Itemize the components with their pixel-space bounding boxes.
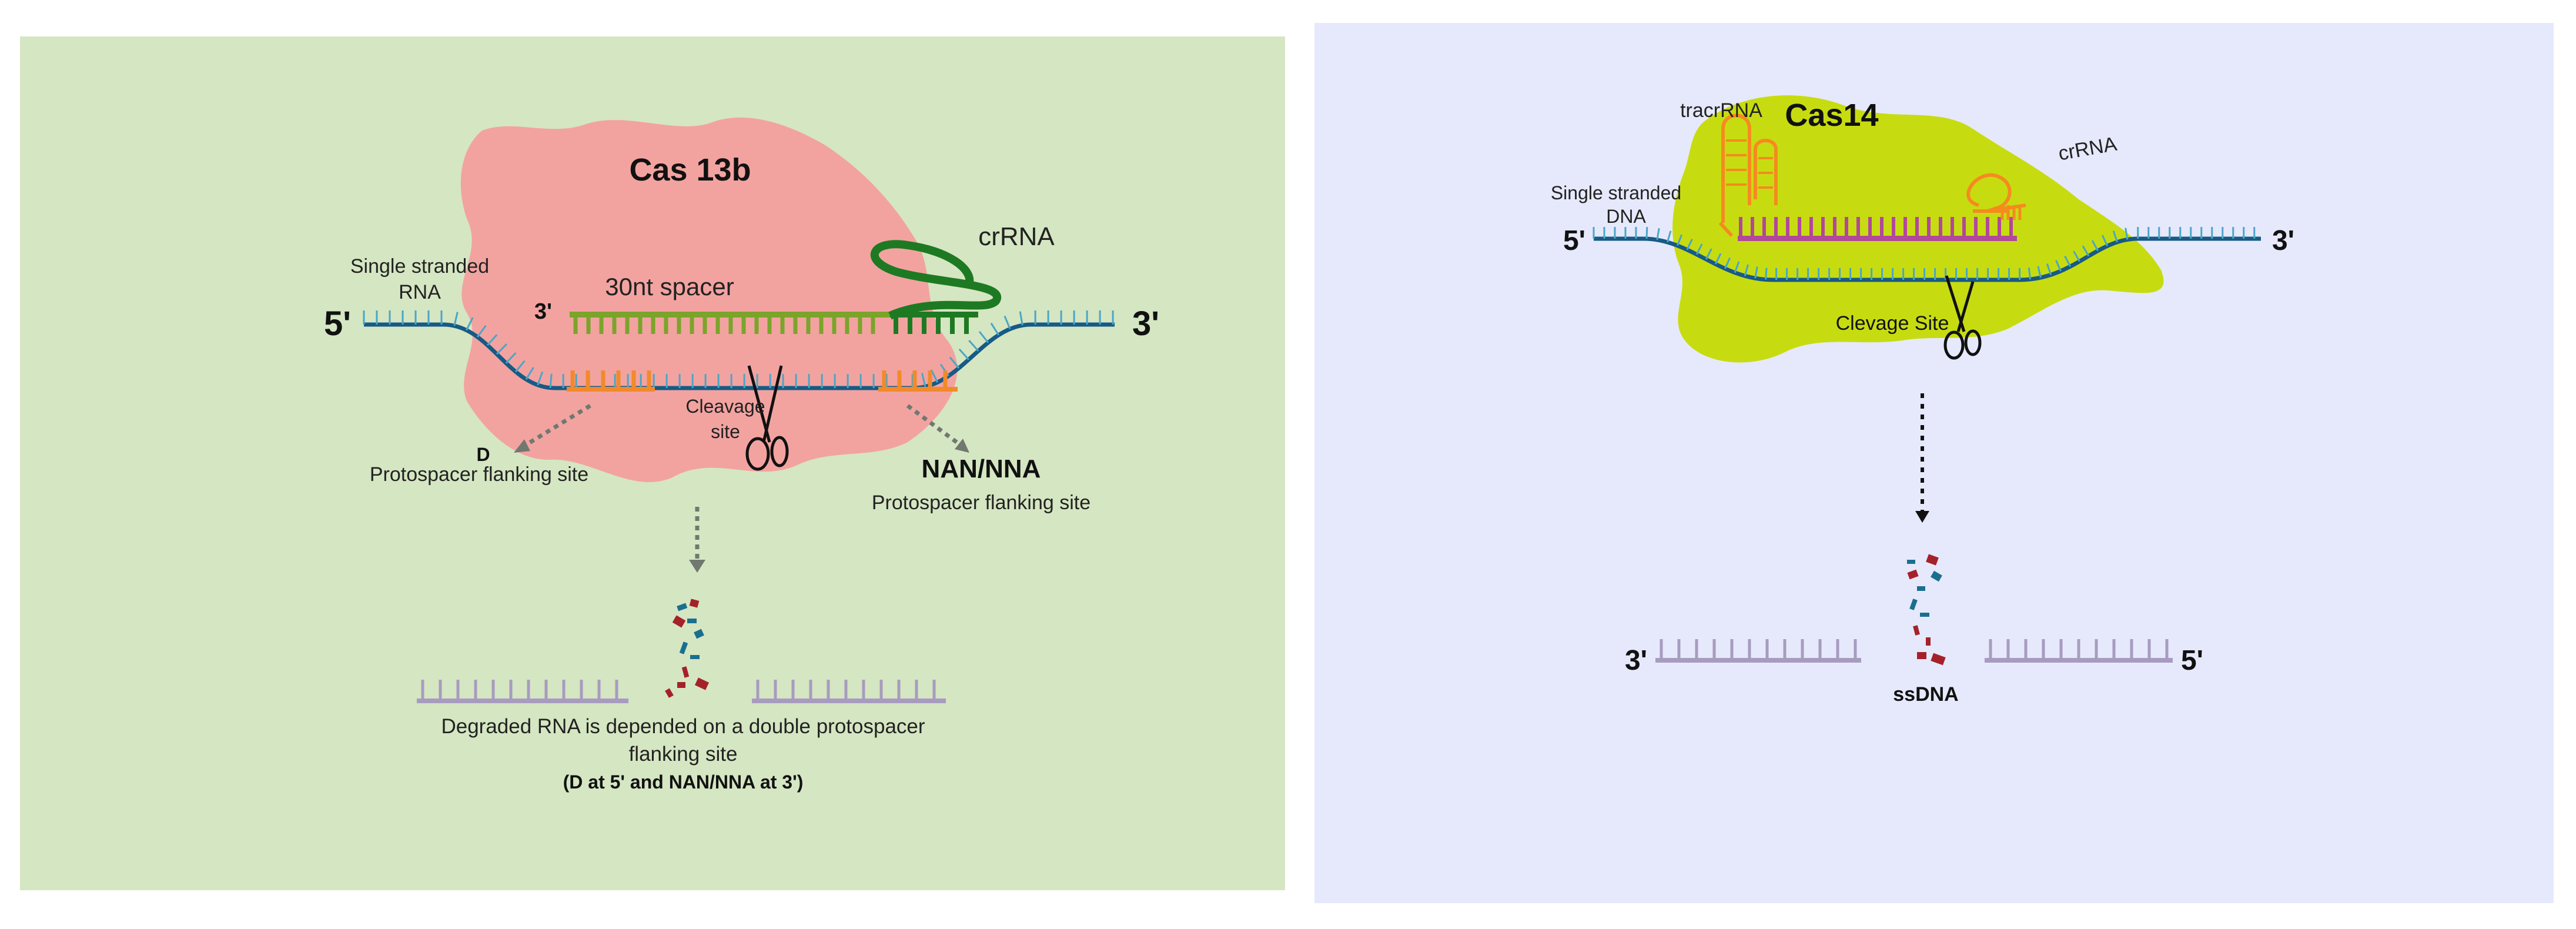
rna-strand-ticks bbox=[363, 310, 1114, 388]
tracrrna-label: tracrRNA bbox=[1680, 99, 1762, 122]
strand-tick bbox=[487, 334, 498, 346]
strand-tick bbox=[2046, 263, 2052, 275]
strand-tick bbox=[1677, 234, 1683, 246]
arrow-to-pfs-left bbox=[514, 404, 591, 453]
strand-tick bbox=[453, 312, 459, 326]
rna-strand bbox=[364, 322, 1115, 390]
strand-tick bbox=[2102, 235, 2109, 246]
pfs-right-segment bbox=[878, 370, 958, 392]
pfs-right-code: NAN/NNA bbox=[922, 455, 1041, 483]
cas14-crrna-spacer bbox=[1738, 217, 2017, 241]
strand-tick bbox=[1686, 239, 1693, 250]
ssdna-strand-ticks bbox=[1593, 227, 2256, 280]
caption-line2: flanking site bbox=[629, 743, 738, 766]
strand-tick bbox=[1695, 243, 1703, 255]
product-five-prime-label: 5' bbox=[2181, 645, 2203, 676]
strand-tick bbox=[2064, 255, 2072, 267]
cas13b-diagram: Cas 13b Single stranded RNA 5' 3' 3' 30n… bbox=[20, 36, 1285, 890]
strand-tick bbox=[1705, 248, 1712, 260]
strand-tick bbox=[978, 330, 989, 343]
ssrna-label-line1: Single stranded bbox=[350, 255, 489, 278]
strand-tick bbox=[2112, 230, 2118, 243]
ssdna-right-fragment bbox=[1985, 639, 2173, 663]
degraded-rna-left-fragment bbox=[417, 680, 628, 703]
strand-tick bbox=[1734, 261, 1740, 273]
spacer-label: 30nt spacer bbox=[605, 273, 734, 300]
spacer-30nt bbox=[570, 312, 958, 334]
ssdna-product-label: ssDNA bbox=[1893, 683, 1958, 706]
ssdna-label-line2: DNA bbox=[1606, 206, 1646, 227]
cas13b-panel: Cas 13b Single stranded RNA 5' 3' 3' 30n… bbox=[20, 36, 1285, 890]
tracrrna-hairpin bbox=[1718, 113, 1778, 238]
cas14-title: Cas14 bbox=[1785, 98, 1878, 133]
strand-tick bbox=[1714, 253, 1722, 265]
arrow-to-ssdna-products bbox=[1915, 393, 1929, 523]
scissors-icon bbox=[1943, 275, 1982, 360]
pfs-left-code: D bbox=[476, 444, 490, 465]
strand-tick bbox=[1724, 257, 1731, 269]
crrna-hairpin bbox=[870, 240, 1002, 334]
caption-line1: Degraded RNA is depended on a double pro… bbox=[441, 715, 925, 738]
cleavage-site-label-line1: Cleavage bbox=[685, 396, 765, 417]
dna-five-prime-label: 5' bbox=[1563, 225, 1585, 256]
ssrna-label-line2: RNA bbox=[399, 281, 441, 303]
cas14-crrna-loop-ticks bbox=[2000, 205, 2022, 220]
strand-tick bbox=[537, 371, 544, 386]
strand-tick bbox=[1754, 266, 1758, 279]
product-three-prime-label: 3' bbox=[1625, 645, 1647, 676]
strand-tick bbox=[2091, 240, 2099, 252]
strand-tick bbox=[2125, 228, 2129, 240]
strand-tick bbox=[2028, 268, 2032, 280]
cleavage-site-label-line2: site bbox=[711, 421, 740, 442]
strand-tick bbox=[525, 366, 534, 380]
strand-tick bbox=[505, 352, 517, 364]
strand-tick bbox=[2073, 250, 2080, 262]
spacer-three-prime-label: 3' bbox=[534, 299, 552, 324]
degraded-rna-right-fragment bbox=[752, 680, 946, 703]
rna-five-prime-label: 5' bbox=[324, 305, 351, 343]
dna-three-prime-label: 3' bbox=[2272, 225, 2294, 256]
strand-tick bbox=[1019, 311, 1023, 326]
strand-tick bbox=[921, 373, 926, 387]
strand-tick bbox=[1656, 228, 1660, 240]
strand-tick bbox=[1744, 264, 1749, 276]
pfs-left-segment bbox=[567, 370, 655, 392]
strand-tick bbox=[515, 360, 526, 373]
ssdna-strand bbox=[1594, 236, 2261, 282]
cas13b-title: Cas 13b bbox=[629, 152, 751, 188]
tracrrna-ticks bbox=[1726, 139, 1773, 189]
ssdna-left-fragment bbox=[1655, 639, 1861, 663]
strand-tick bbox=[990, 322, 1000, 336]
arrow-to-pfs-right bbox=[906, 404, 969, 453]
pfs-right-label: Protospacer flanking site bbox=[872, 492, 1090, 514]
strand-tick bbox=[1666, 230, 1672, 243]
cas14-cleavage-label: Clevage Site bbox=[1836, 312, 1949, 335]
strand-tick bbox=[2037, 266, 2042, 278]
strand-tick bbox=[2055, 260, 2062, 272]
dna-debris-fragments bbox=[1907, 554, 1946, 666]
strand-tick bbox=[930, 369, 938, 383]
cas14-panel: Cas14 tracrRNA crRNA Single stranded DNA… bbox=[1314, 23, 2554, 903]
pfs-left-label: Protospacer flanking site bbox=[370, 463, 588, 486]
strand-tick bbox=[476, 325, 487, 337]
strand-tick bbox=[1765, 268, 1768, 280]
cas14-diagram: Cas14 tracrRNA crRNA Single stranded DNA… bbox=[1314, 23, 2554, 903]
strand-tick bbox=[466, 317, 474, 331]
strand-tick bbox=[496, 343, 507, 355]
strand-tick bbox=[968, 339, 979, 352]
arrow-to-degraded-rna bbox=[689, 507, 705, 573]
strand-tick bbox=[958, 348, 969, 360]
ssdna-label-line1: Single stranded bbox=[1551, 182, 1681, 203]
strand-tick bbox=[549, 373, 553, 388]
strand-tick bbox=[949, 356, 960, 369]
rna-three-prime-label: 3' bbox=[1132, 305, 1159, 343]
caption-line3: (D at 5' and NAN/NNA at 3') bbox=[563, 771, 804, 793]
scissors-icon bbox=[745, 365, 789, 471]
rna-debris-fragments bbox=[665, 599, 710, 699]
strand-tick bbox=[2082, 245, 2090, 257]
strand-tick bbox=[1003, 315, 1011, 330]
crrna-label: crRNA bbox=[978, 222, 1055, 251]
